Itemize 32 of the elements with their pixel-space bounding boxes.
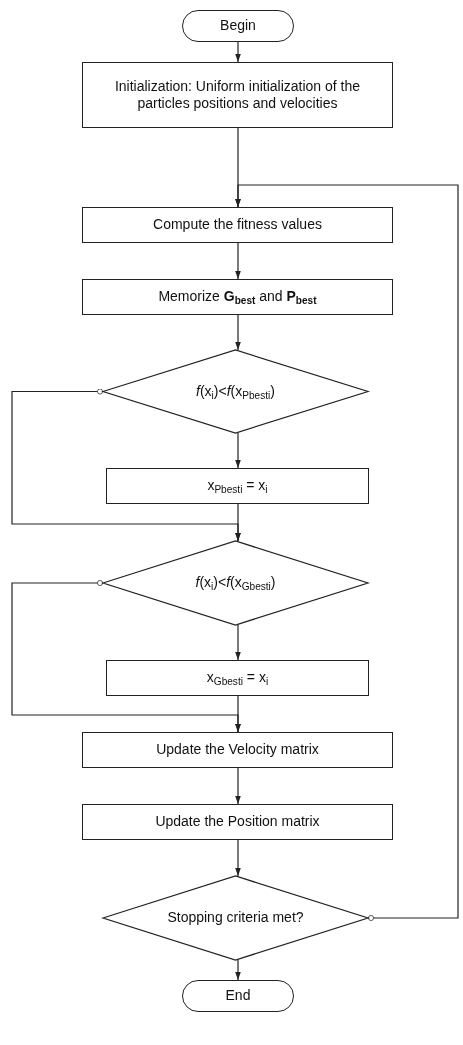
arrow <box>235 959 241 981</box>
step-text: Initialization: Uniform initialization of the particles positions and velocities <box>113 77 362 113</box>
condition-text: f(x$_{i}$)<f(x$_{Pbesti}$) <box>195 382 276 401</box>
process-box <box>82 804 393 840</box>
loop-arrow <box>235 184 459 921</box>
process-box <box>106 660 369 696</box>
step-text: Update the Velocity matrix <box>155 741 320 759</box>
arrow <box>235 695 241 733</box>
step-text: Memorize G$_{best}$ and P$_{best}$ <box>157 288 318 306</box>
step-text: End <box>224 987 252 1005</box>
arrow <box>235 839 241 877</box>
step-text: x$_{Pbesti}$ = x$_{i}$ <box>206 477 269 495</box>
condition-text: f(x$_{i}$)<f(x$_{Gbesti}$) <box>194 574 277 592</box>
arrow <box>235 242 241 280</box>
arrow <box>235 41 241 63</box>
step-text: Begin <box>219 17 257 35</box>
arrow <box>235 624 241 661</box>
process-box <box>82 732 393 768</box>
process-box <box>82 207 393 243</box>
terminal-shape <box>182 10 294 42</box>
arrow <box>235 432 241 469</box>
step-text: Update the Position matrix <box>154 813 321 831</box>
terminal-shape <box>182 980 294 1012</box>
condition-text: Stopping criteria met? <box>166 909 305 927</box>
process-box <box>106 468 369 504</box>
step-text: x$_{Gbesti}$ = x$_{i}$ <box>205 669 270 687</box>
step-text: Compute the fitness values <box>152 216 323 234</box>
arrow <box>235 767 241 805</box>
arrow <box>235 503 241 542</box>
process-box <box>82 62 393 128</box>
arrow <box>235 314 241 351</box>
process-box <box>82 279 393 315</box>
